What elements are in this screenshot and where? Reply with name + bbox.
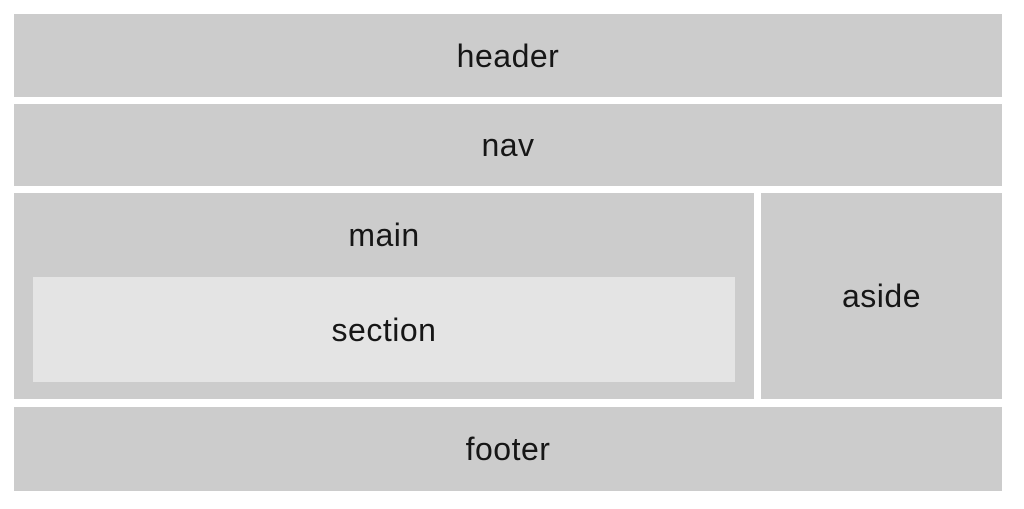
- region-footer: footer: [14, 407, 1002, 491]
- aside-label: aside: [842, 278, 921, 314]
- region-main: main section: [14, 193, 754, 399]
- region-section: section: [33, 277, 735, 382]
- middle-row: main section aside: [14, 193, 1002, 399]
- region-aside: aside: [761, 193, 1002, 399]
- footer-label: footer: [465, 431, 551, 467]
- section-label: section: [331, 311, 437, 348]
- region-nav: nav: [14, 104, 1002, 186]
- main-label: main: [348, 217, 420, 253]
- main-label-zone: main: [14, 193, 754, 277]
- nav-label: nav: [481, 127, 535, 163]
- region-header: header: [14, 14, 1002, 97]
- page-content: header nav main section aside footer: [14, 14, 1002, 491]
- header-label: header: [456, 37, 560, 74]
